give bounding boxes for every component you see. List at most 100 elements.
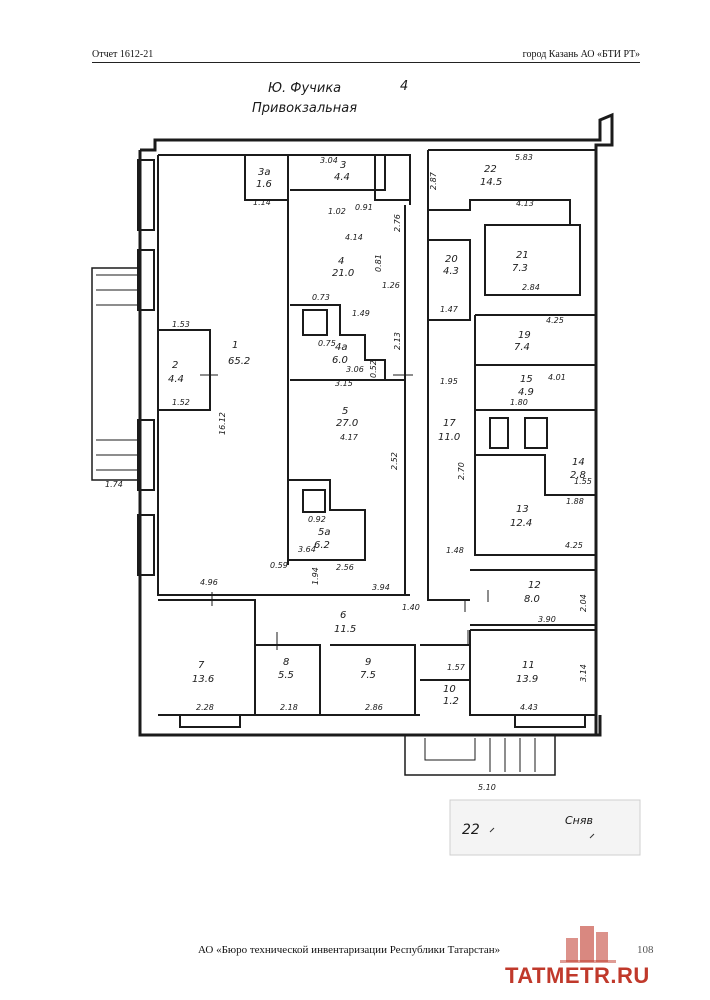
window (137, 514, 155, 576)
dimension: 2.84 (522, 283, 540, 292)
room-area: 7.4 (514, 342, 530, 353)
dimension: 3.15 (335, 379, 353, 388)
dimension: 0.73 (312, 293, 330, 302)
dimension: 0.52 (369, 360, 378, 378)
dimension: 4.17 (340, 433, 359, 442)
room-area: 1.6 (256, 179, 272, 190)
building-logo-icon (560, 926, 616, 963)
report-city-org: город Казань АО «БТИ РТ» (522, 49, 640, 60)
dimension: 1.80 (510, 398, 528, 407)
room-area: 11.5 (334, 624, 356, 635)
street-name-2: Привокзальная (252, 101, 357, 116)
stamp-number: 22 (462, 822, 480, 838)
dimension: 3.04 (320, 156, 338, 165)
dimension: 3.64 (298, 545, 316, 554)
room-area: 11.0 (438, 432, 460, 443)
watermark-brand: TATMETR.RU (505, 963, 650, 988)
dimension: 3.14 (579, 664, 588, 682)
room-area: 4.9 (518, 387, 534, 398)
dimension: 1.26 (382, 281, 400, 290)
room-area: 4.4 (334, 172, 350, 183)
page-number: 108 (637, 944, 654, 956)
room-area: 6.0 (332, 355, 348, 366)
dimension: 1.52 (172, 398, 190, 407)
room-area: 65.2 (228, 356, 250, 367)
dimension: 0.75 (318, 339, 336, 348)
window (514, 714, 586, 728)
dimension: 2.70 (457, 462, 466, 480)
room-number: 15 (520, 374, 533, 385)
dimension: 4.25 (546, 316, 564, 325)
room-area: 14.5 (480, 177, 502, 188)
report-header: Отчет 1612-21 город Казань АО «БТИ РТ» (92, 46, 640, 63)
dimension: 1.48 (446, 546, 464, 555)
dimension: 5.83 (515, 153, 533, 162)
window (137, 249, 155, 311)
dimension: 2.52 (390, 452, 399, 470)
dimension: 1.49 (352, 309, 370, 318)
room-number: 11 (522, 660, 535, 671)
room-area: 13.9 (516, 674, 538, 685)
dimension: 1.14 (253, 198, 271, 207)
room-labels: 1 65.2 2 4.4 3 4.4 3a 1.6 4 21.0 4a 6.0 … (168, 160, 586, 707)
dimension: 1.40 (402, 603, 420, 612)
room-number: 3 (340, 160, 346, 171)
dimension: 0.92 (308, 515, 326, 524)
dimension: 2.86 (365, 703, 383, 712)
dimension: 2.76 (393, 214, 402, 232)
dimension: 2.87 (429, 171, 438, 190)
dimension: 0.81 (374, 254, 383, 272)
dimension: 1.02 (328, 207, 346, 216)
room-number: 4 (338, 256, 344, 267)
dimension: 2.13 (393, 332, 402, 350)
footer-organization: АО «Бюро технической инвентаризации Респ… (198, 944, 501, 956)
room-area: 5.5 (278, 670, 294, 681)
dimension: 5.10 (478, 783, 496, 792)
stamp-word: Сняв (565, 814, 593, 827)
room-number: 13 (516, 504, 529, 515)
dimension: 4.43 (520, 703, 538, 712)
room-area: 7.5 (360, 670, 376, 681)
room-number: 21 (516, 250, 529, 261)
dimension: 2.18 (280, 703, 298, 712)
dimension: 1.53 (172, 320, 190, 329)
room-number: 9 (365, 657, 371, 668)
dimension: 3.06 (346, 365, 364, 374)
dimension: 0.91 (355, 203, 373, 212)
room-number: 1 (232, 340, 238, 351)
room-number: 4a (335, 342, 348, 353)
dimension: 1.55 (574, 477, 592, 486)
stamp: 22 Сняв (449, 799, 641, 856)
room-number: 19 (518, 330, 531, 341)
dimension: 2.04 (579, 594, 588, 612)
dimension: 1.88 (566, 497, 584, 506)
room-area: 13.6 (192, 674, 214, 685)
dimension: 1.94 (311, 567, 320, 585)
room-area: 8.0 (524, 594, 540, 605)
window (179, 714, 241, 728)
room-area: 6.2 (314, 540, 330, 551)
window (137, 159, 155, 231)
room-area: 21.0 (332, 268, 354, 279)
room-number: 12 (528, 580, 541, 591)
dimension: 4.96 (200, 578, 218, 587)
dimension: 4.01 (548, 373, 566, 382)
room-number: 5 (342, 406, 348, 417)
dimension: 1.74 (105, 480, 123, 489)
room-area: 7.3 (512, 263, 528, 274)
dimension: 3.90 (538, 615, 556, 624)
room-number: 5a (318, 527, 331, 538)
dimension: 0.59 (270, 561, 288, 570)
dimension: 2.28 (196, 703, 214, 712)
dimension: 2.56 (336, 563, 354, 572)
room-area: 1.2 (443, 696, 459, 707)
street-name-1: Ю. Фучика (268, 81, 341, 96)
room-number: 22 (484, 164, 497, 175)
room-number: 10 (443, 684, 456, 695)
room-number: 17 (443, 418, 456, 429)
dimension: 4.13 (516, 199, 534, 208)
room-number: 3a (258, 167, 271, 178)
dimension: 4.14 (345, 233, 363, 242)
dimension: 3.94 (372, 583, 390, 592)
